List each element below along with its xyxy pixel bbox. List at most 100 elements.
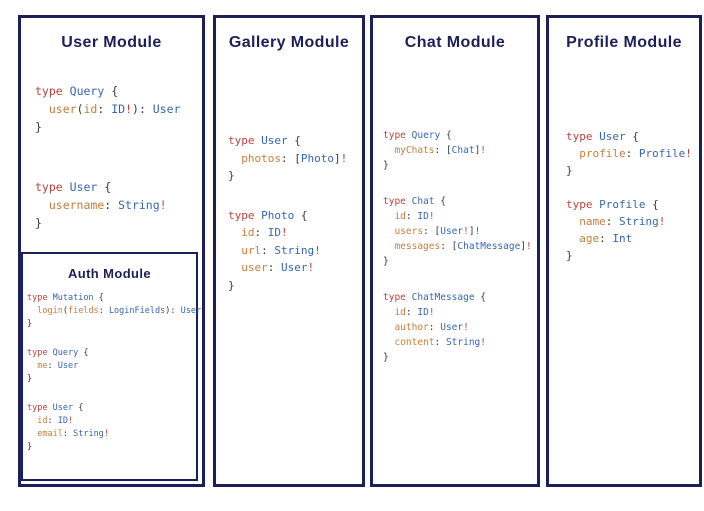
code-token: User: [69, 180, 98, 194]
code-token: [383, 322, 394, 333]
code-token: author: [394, 322, 429, 333]
code-line: type Chat {: [383, 194, 537, 209]
code-line: type User {: [27, 402, 196, 415]
code-token: ]: [468, 226, 475, 237]
gallery-module-box: Gallery Module type User { photos: [Phot…: [213, 15, 365, 487]
code-token: :: [405, 211, 418, 222]
code-token: [228, 226, 241, 239]
code-token: User: [281, 261, 308, 274]
code-token: :: [47, 361, 58, 371]
code-token: name: [579, 215, 606, 228]
code-block: type Profile { name: String! age: Int}: [566, 196, 699, 264]
code-token: }: [35, 216, 42, 230]
code-line: }: [383, 158, 537, 173]
code-token: me: [37, 361, 48, 371]
code-token: }: [35, 120, 42, 134]
code-token: [35, 198, 49, 212]
code-token: [228, 261, 241, 274]
code-token: [383, 337, 394, 348]
code-token: type: [566, 130, 593, 143]
code-line: email: String!: [27, 428, 196, 441]
code-token: Photo: [261, 208, 295, 222]
code-token: :: [267, 261, 281, 274]
code-token: :: [254, 226, 268, 239]
module-title: Chat Module: [404, 34, 506, 51]
code-line: }: [228, 167, 362, 185]
code-token: }: [27, 374, 33, 384]
code-line: type Profile {: [566, 196, 699, 213]
user-module-box: User Module type Query { user(id: ID!): …: [18, 15, 205, 487]
code-token: age: [579, 232, 600, 245]
code-token: {: [78, 348, 89, 358]
code-line: type Photo {: [228, 207, 362, 225]
code-line: author: User!: [383, 320, 537, 335]
code-token: url: [241, 243, 262, 257]
code-line: login(fields: LoginFields): User: [27, 305, 201, 318]
code-token: ):: [165, 306, 181, 316]
code-token: {: [625, 130, 639, 143]
code-token: type: [27, 293, 48, 303]
code-token: ID: [417, 307, 429, 318]
code-token: User: [440, 226, 464, 237]
code-line: photos: [Photo]!: [228, 150, 362, 168]
code-token: Chat: [451, 145, 475, 156]
code-token: [383, 307, 394, 318]
code-token: }: [383, 160, 389, 171]
code-token: ]: [334, 151, 341, 165]
code-line: messages: [ChatMessage]!: [383, 239, 537, 254]
code-line: }: [383, 254, 537, 269]
code-token: }: [228, 169, 235, 182]
code-line: type Query {: [35, 82, 202, 100]
code-token: [27, 361, 37, 371]
code-token: Profile: [599, 198, 646, 211]
code-token: [27, 429, 37, 439]
code-token: {: [440, 130, 452, 141]
code-token: :: [62, 429, 74, 439]
code-token: !: [103, 429, 109, 439]
code-token: profile: [579, 147, 626, 160]
code-token: :: [605, 215, 619, 228]
code-line: me: User: [27, 360, 196, 373]
code-token: users: [394, 226, 424, 237]
code-line: type User {: [35, 178, 202, 196]
module-title: Gallery Module: [228, 34, 350, 51]
code-token: :: [97, 102, 112, 116]
code-token: id: [83, 102, 98, 116]
code-block: type Mutation { login(fields: LoginField…: [27, 292, 201, 331]
code-line: age: Int: [566, 230, 699, 247]
code-token: type: [228, 208, 255, 222]
code-line: }: [27, 441, 196, 454]
code-token: ChatMessage: [411, 292, 475, 303]
code-token: Profile: [638, 147, 686, 160]
code-token: User: [152, 102, 181, 116]
code-token: ):: [132, 102, 153, 116]
code-block: type User { photos: [Photo]!}: [228, 132, 362, 185]
code-token: User: [57, 361, 79, 371]
code-token: [35, 102, 49, 116]
code-token: !: [526, 241, 532, 252]
code-token: : [: [281, 151, 301, 165]
code-token: id: [394, 211, 406, 222]
code-token: messages: [394, 241, 441, 252]
code-token: :: [599, 232, 613, 245]
module-title: Auth Module: [67, 266, 152, 281]
code-token: !: [463, 322, 469, 333]
code-line: url: String!: [228, 242, 362, 260]
code-token: Query: [52, 348, 79, 358]
code-token: LoginFields: [108, 306, 166, 316]
code-token: User: [599, 130, 626, 143]
code-line: }: [35, 118, 202, 136]
code-token: [383, 211, 394, 222]
code-token: }: [27, 319, 33, 329]
auth-module-box: Auth Module type Mutation { login(fields…: [21, 252, 201, 481]
code-token: !: [125, 102, 133, 116]
code-token: [566, 232, 579, 245]
code-token: :: [261, 243, 275, 257]
code-token: User: [180, 306, 202, 316]
code-token: id: [394, 307, 406, 318]
code-line: }: [383, 350, 537, 365]
profile-module-box: Profile Module type User { profile: Prof…: [546, 15, 702, 487]
code-token: :: [104, 198, 119, 212]
code-token: String: [619, 215, 659, 228]
